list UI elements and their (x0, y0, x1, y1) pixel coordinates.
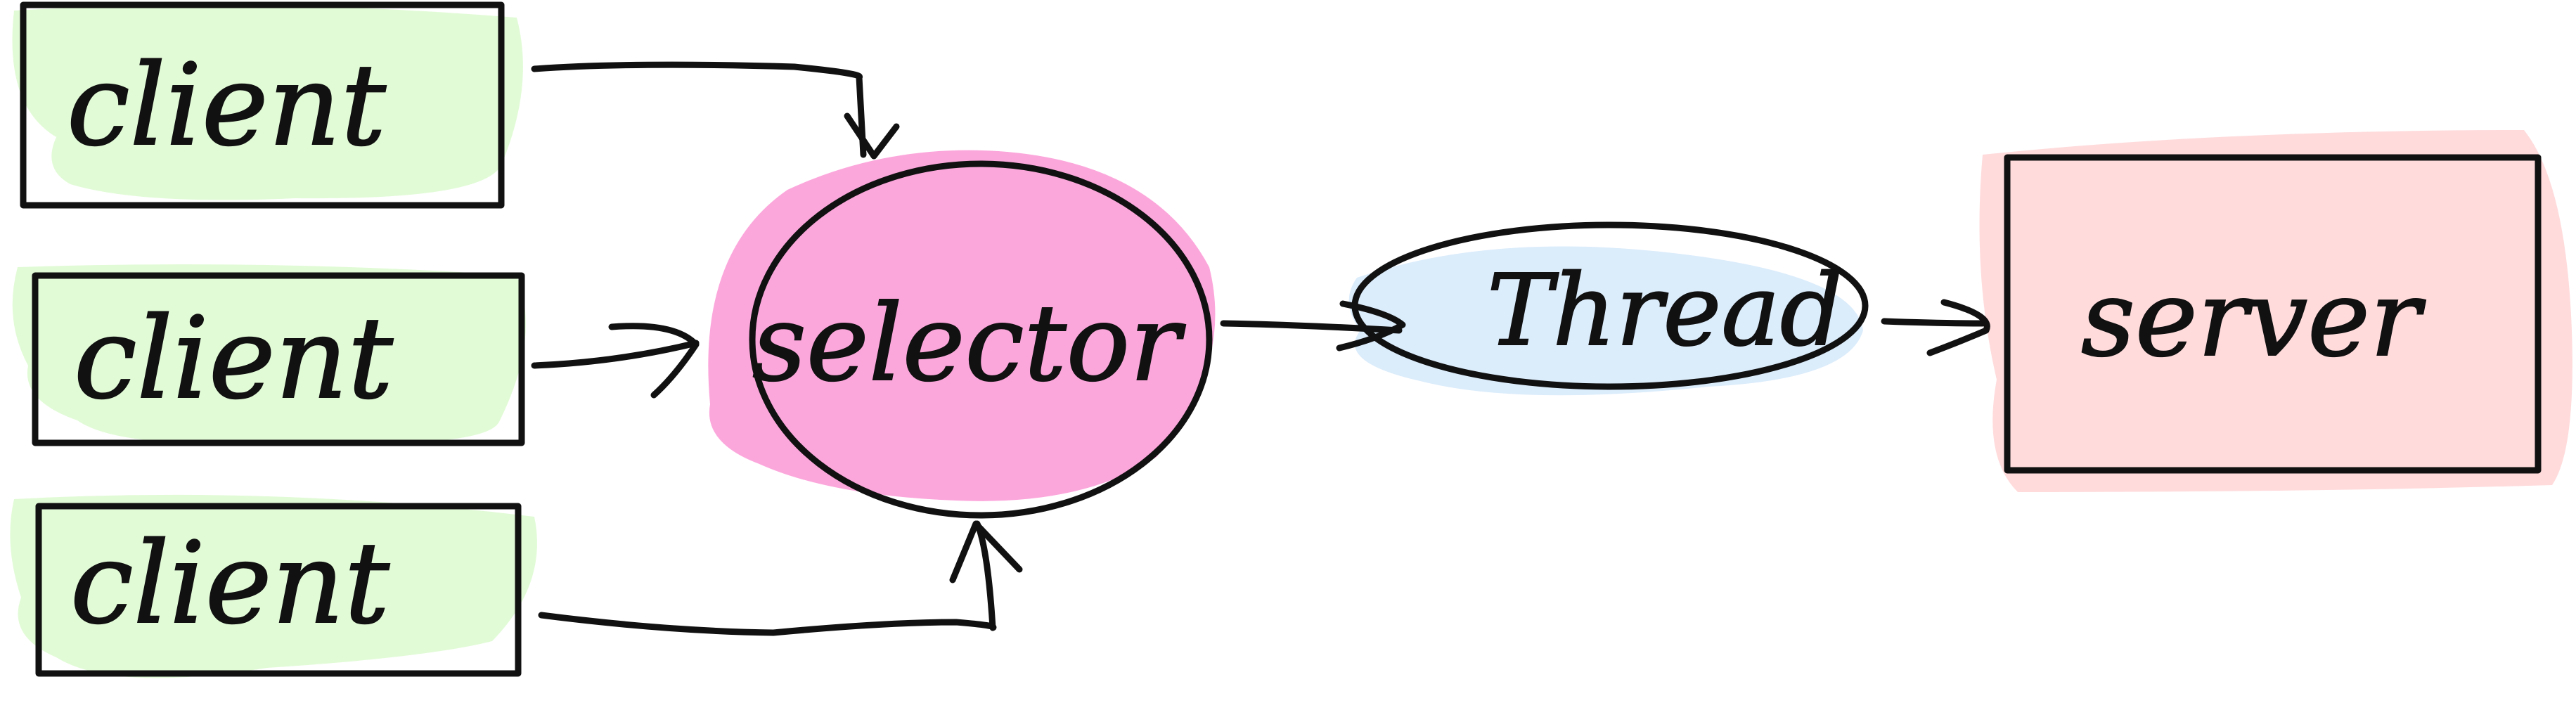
client-node-2: client (12, 264, 526, 446)
edge-thread-server-arrowhead (1926, 299, 1990, 356)
selector-ellipse (749, 160, 1213, 519)
client-3-box (35, 503, 522, 677)
client-3-label: client (70, 517, 390, 649)
server-label: server (2081, 258, 2426, 380)
edge-selector-thread (1220, 300, 1406, 352)
edge-thread-server-line (1881, 318, 1986, 327)
edge-client1-selector-line (531, 61, 867, 158)
client-2-highlight (12, 264, 526, 444)
server-highlight (1979, 130, 2572, 492)
edge-client1-selector-arrowhead (844, 112, 900, 160)
selector-highlight (708, 150, 1216, 501)
thread-label: Thread (1487, 254, 1843, 368)
client-node-3: client (10, 494, 537, 678)
edge-client3-selector-line (538, 520, 997, 636)
client-node-1: client (12, 1, 523, 209)
edge-client3-selector (538, 520, 1023, 636)
edge-client1-selector (531, 61, 900, 160)
server-box (2004, 154, 2542, 474)
client-2-box (32, 272, 525, 446)
edge-client2-selector-line (531, 340, 700, 369)
edge-client2-selector-arrowhead (608, 323, 700, 399)
client-1-box (20, 1, 505, 209)
client-1-label: client (67, 39, 387, 171)
client-3-highlight (10, 494, 537, 678)
client-2-label: client (74, 292, 394, 424)
selector-label: selector (752, 283, 1186, 405)
edge-thread-server (1881, 299, 1990, 356)
selector-node: selector (708, 150, 1216, 519)
edge-client3-selector-arrowhead (949, 520, 1023, 583)
thread-node: Thread (1348, 221, 1869, 396)
edge-selector-thread-line (1220, 320, 1403, 334)
thread-highlight (1348, 246, 1863, 396)
edge-client2-selector (531, 323, 700, 399)
edge-selector-thread-arrowhead (1336, 300, 1406, 352)
server-node: server (1979, 130, 2572, 492)
client-1-highlight (12, 5, 523, 200)
